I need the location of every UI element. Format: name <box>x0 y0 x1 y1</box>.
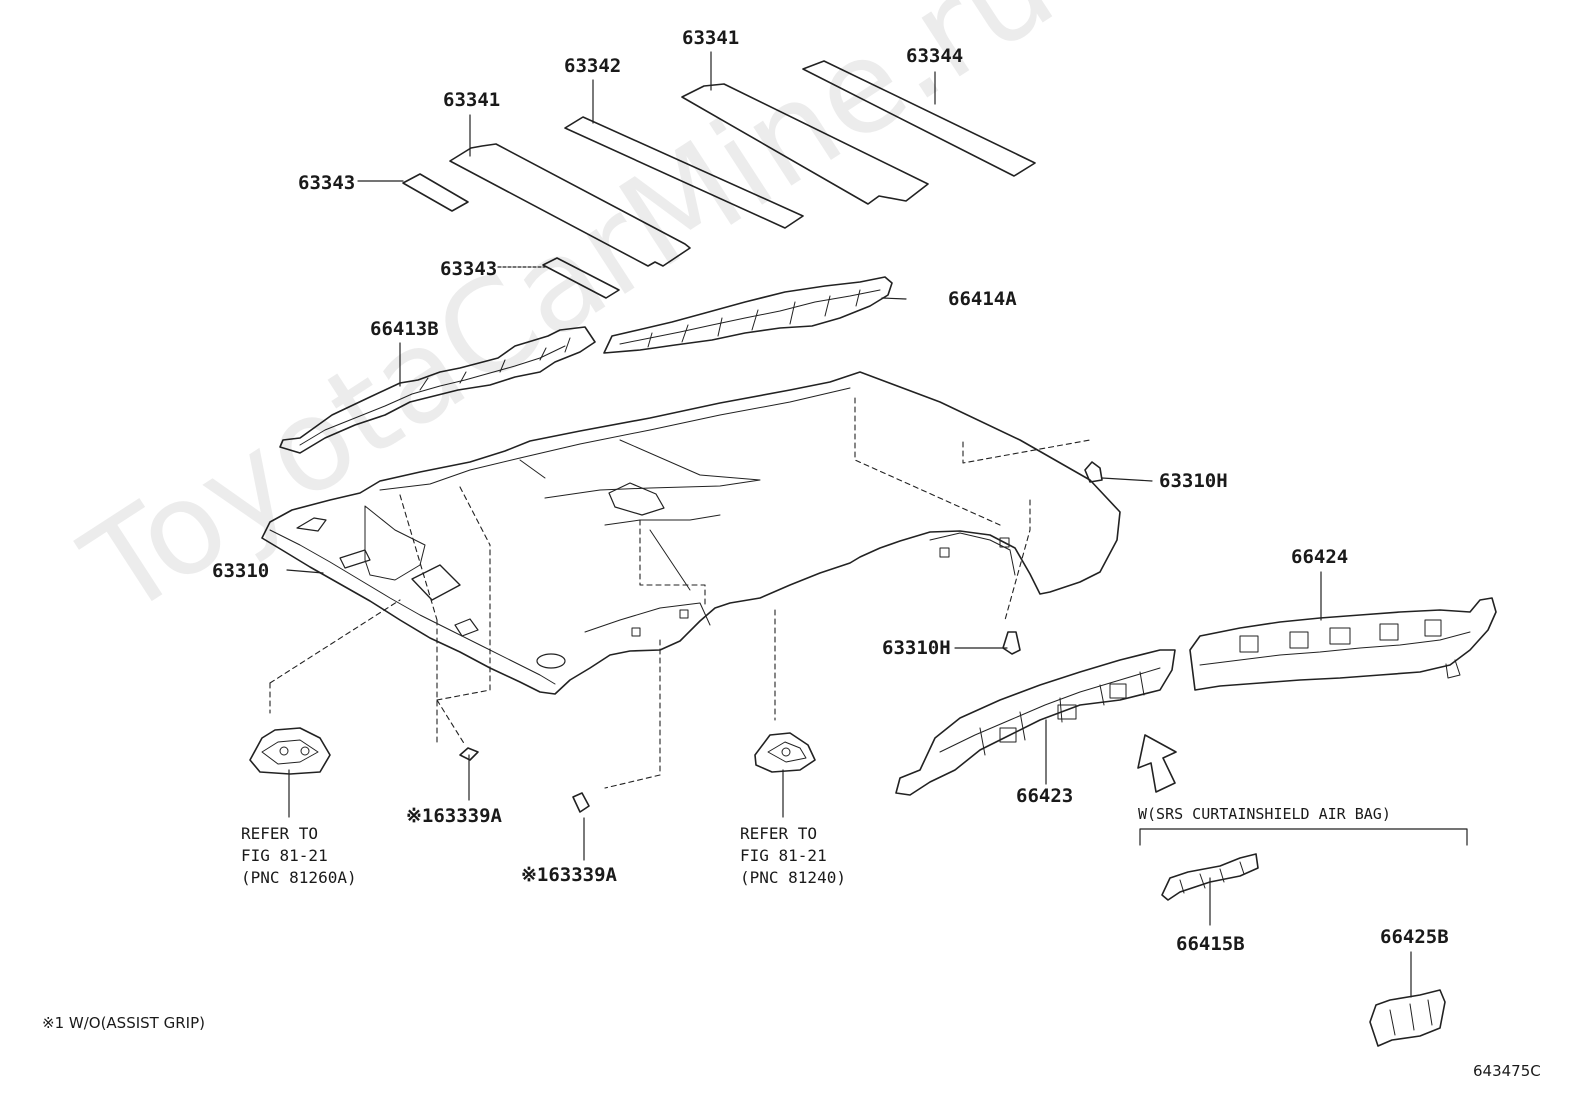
label-63341-left: 63341 <box>443 89 501 111</box>
figure-code: 643475C <box>1473 1062 1541 1080</box>
ref-right-line1: REFER TO <box>740 824 818 843</box>
label-66424: 66424 <box>1291 546 1349 568</box>
rail-66423 <box>895 649 1176 796</box>
airbag-option-bracket <box>1139 828 1468 846</box>
part-66425b <box>1369 989 1446 1047</box>
headliner-63310 <box>261 371 1121 695</box>
clip-63339a-right <box>572 792 590 813</box>
lamp-bracket-81240 <box>754 732 816 773</box>
label-66425b: 66425B <box>1380 926 1449 948</box>
lamp-bracket-81260a <box>249 727 331 775</box>
clip-63310h-lower <box>1002 631 1021 655</box>
label-63341-right: 63341 <box>682 27 740 49</box>
clip-63339a-left <box>459 747 479 761</box>
label-63343-upper: 63343 <box>298 172 356 194</box>
dashed-connectors <box>269 397 1091 789</box>
pad-63343-b <box>542 257 620 299</box>
label-66414a: 66414A <box>948 288 1017 310</box>
label-63344: 63344 <box>906 45 964 67</box>
label-63339a-left: ※163339A <box>406 805 502 827</box>
label-63343-lower: 63343 <box>440 258 498 280</box>
pad-63341-right <box>681 83 929 205</box>
ref-note-right: REFER TO FIG 81-21 (PNC 81240) <box>740 823 846 889</box>
clip-63310h-upper <box>1084 461 1103 483</box>
ref-left-line3: (PNC 81260A) <box>241 868 357 887</box>
ref-right-line3: (PNC 81240) <box>740 868 846 887</box>
label-66413b: 66413B <box>370 318 439 340</box>
label-66415b: 66415B <box>1176 933 1245 955</box>
rail-66424 <box>1189 597 1497 691</box>
part-66415b <box>1161 853 1259 901</box>
rail-66413b <box>279 326 596 454</box>
direction-arrow <box>1137 734 1177 793</box>
pad-63343-a <box>402 173 469 212</box>
ref-left-line2: FIG 81-21 <box>241 846 328 865</box>
label-63310: 63310 <box>212 560 270 582</box>
ref-note-left: REFER TO FIG 81-21 (PNC 81260A) <box>241 823 357 889</box>
label-63310h-lower: 63310H <box>882 637 951 659</box>
label-63342: 63342 <box>564 55 622 77</box>
pad-63342 <box>564 116 804 229</box>
pad-63344 <box>802 60 1036 177</box>
leader-lines <box>286 51 1412 998</box>
ref-left-line1: REFER TO <box>241 824 319 843</box>
pad-63341-left <box>449 143 691 267</box>
label-63310h-upper: 63310H <box>1159 470 1228 492</box>
ref-right-line2: FIG 81-21 <box>740 846 827 865</box>
footnote: ※1 W/O(ASSIST GRIP) <box>42 1014 205 1032</box>
label-63339a-right: ※163339A <box>521 864 617 886</box>
label-66423: 66423 <box>1016 785 1074 807</box>
airbag-option-note: W(SRS CURTAINSHIELD AIR BAG) <box>1138 805 1391 823</box>
rail-66414a <box>603 276 893 354</box>
